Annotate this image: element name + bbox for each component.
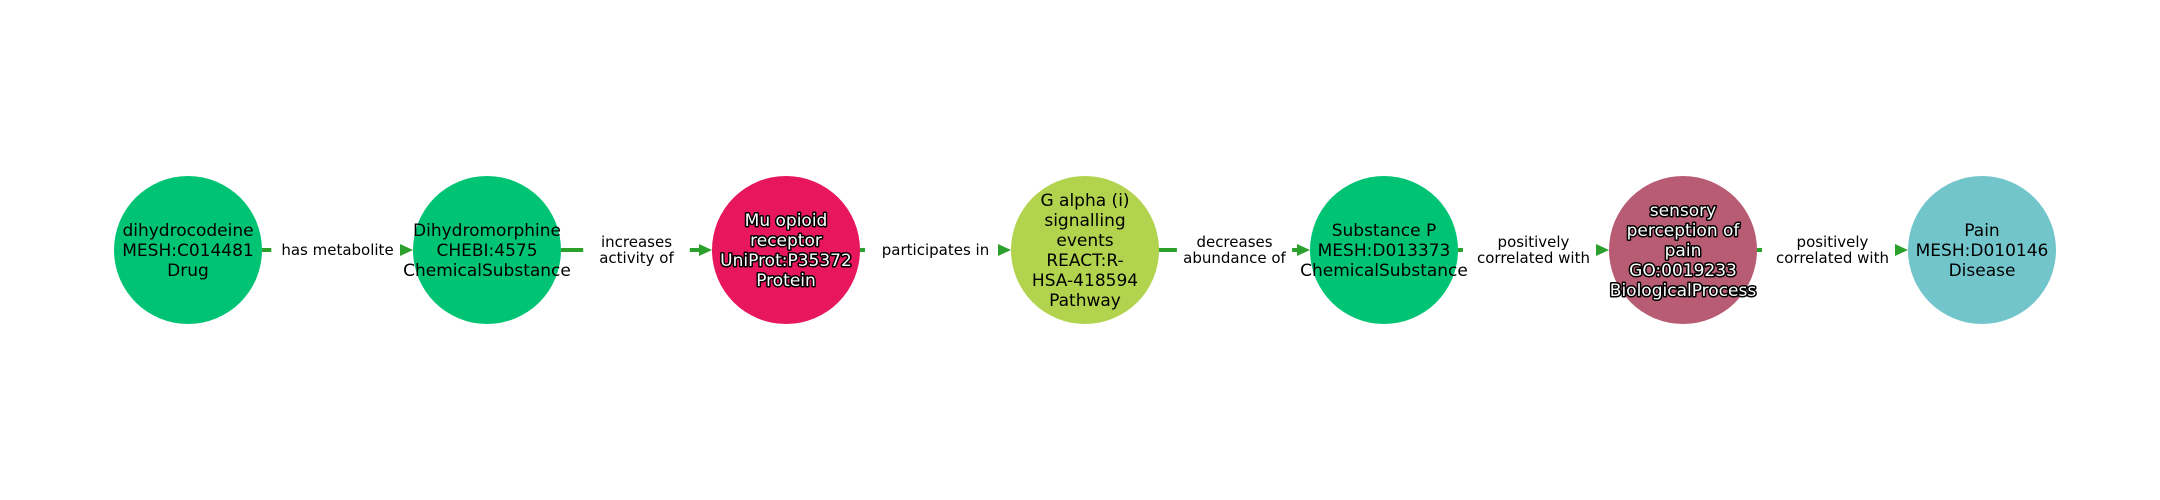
arrow-head-icon: [1596, 244, 1609, 256]
edge-label: correlated with: [1477, 249, 1590, 267]
node-label: Pain: [1964, 221, 1999, 241]
node-label: HSA-418594: [1032, 271, 1138, 291]
node-label: MESH:D010146: [1916, 241, 2049, 261]
edge-label: decreases: [1196, 233, 1272, 251]
node-label: ChemicalSubstance: [403, 261, 571, 281]
node-circle: [114, 176, 262, 324]
node-label: perception of: [1627, 221, 1741, 241]
node-label: pain: [1665, 241, 1702, 261]
edge-label: positively: [1498, 233, 1570, 251]
node-n2: DihydromorphineCHEBI:4575ChemicalSubstan…: [403, 176, 571, 324]
node-label: Pathway: [1049, 291, 1121, 311]
node-label: UniProt:P35372: [720, 251, 852, 271]
node-label: Substance P: [1332, 221, 1437, 241]
node-circle: [1011, 176, 1159, 324]
node-circle: [1908, 176, 2056, 324]
arrow-head-icon: [1895, 244, 1908, 256]
node-label: Disease: [1949, 261, 2016, 281]
node-label: signalling: [1044, 211, 1125, 231]
arrow-head-icon: [1297, 244, 1310, 256]
node-label: dihydrocodeine: [122, 221, 253, 241]
node-label: G alpha (i): [1040, 191, 1129, 211]
edge-label: has metabolite: [281, 241, 393, 259]
node-label: MESH:C014481: [122, 241, 253, 261]
arrow-head-icon: [400, 244, 413, 256]
edge-label: activity of: [599, 249, 674, 267]
node-label: REACT:R-: [1046, 251, 1123, 271]
arrow-head-icon: [998, 244, 1011, 256]
edge-label: correlated with: [1776, 249, 1889, 267]
node-label: ChemicalSubstance: [1300, 261, 1468, 281]
node-label: receptor: [750, 231, 822, 251]
edge-1: has metabolite: [262, 241, 413, 259]
node-label: MESH:D013373: [1318, 241, 1451, 261]
edge-label: positively: [1797, 233, 1869, 251]
node-circle: [712, 176, 860, 324]
edge-label: participates in: [882, 241, 989, 259]
node-n4: G alpha (i)signallingeventsREACT:R-HSA-4…: [1011, 176, 1159, 324]
node-label: Dihydromorphine: [413, 221, 561, 241]
node-circle: [1609, 176, 1757, 324]
node-circle: [413, 176, 561, 324]
node-label: Protein: [756, 271, 816, 291]
node-label: Mu opioid: [745, 211, 828, 231]
node-label: CHEBI:4575: [436, 241, 537, 261]
node-label: GO:0019233: [1629, 261, 1737, 281]
node-circle: [1310, 176, 1458, 324]
edge-label: increases: [601, 233, 672, 251]
edge-3: participates in: [860, 241, 1011, 259]
node-label: events: [1056, 231, 1113, 251]
node-label: sensory: [1650, 201, 1716, 221]
arrow-head-icon: [699, 244, 712, 256]
node-label: Drug: [167, 261, 209, 281]
node-label: BiologicalProcess: [1610, 281, 1757, 301]
edge-label: abundance of: [1183, 249, 1286, 267]
